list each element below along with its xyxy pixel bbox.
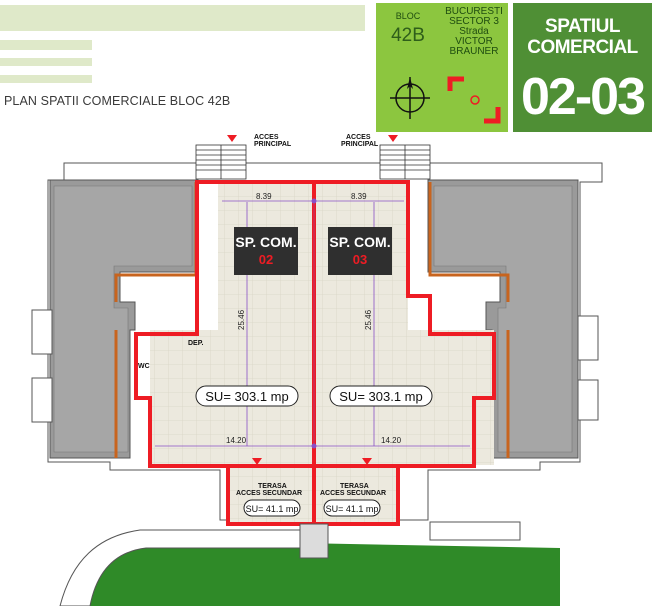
dimension-label: 25.46 <box>237 309 246 330</box>
terrace-label: TERASA <box>340 483 369 490</box>
dimension-label: 14.20 <box>226 436 247 445</box>
entrance-label: ACCES <box>346 134 371 141</box>
wall-protrusion <box>577 379 599 421</box>
area-badge <box>329 385 433 407</box>
right-apartment-inner <box>433 185 573 453</box>
terrace-label: ACCES SECUNDAR <box>236 490 302 497</box>
stairs-left <box>195 144 247 180</box>
dimension-label: 8.39 <box>351 192 367 201</box>
terrace-03-outline <box>312 464 400 526</box>
room-label-storage: DEP. <box>188 340 203 347</box>
bloc-label: BLOC <box>395 11 421 21</box>
entrance-label: PRINCIPAL <box>341 141 379 148</box>
area-label: SU= 303.1 mp <box>339 389 422 404</box>
space-02-label-box <box>234 227 298 275</box>
compass-icon <box>390 77 430 119</box>
dimension-node <box>311 198 317 204</box>
space-number: 02-03 <box>521 68 646 126</box>
space-label: SPATIUL COMERCIAL <box>513 16 652 58</box>
room-label-wc: WC <box>138 363 150 370</box>
stairs-right <box>379 144 431 180</box>
wall-protrusion <box>31 377 53 423</box>
space-number-label: 03 <box>353 252 367 267</box>
dimension-node <box>311 443 317 449</box>
address-line: SECTOR 3 <box>449 16 499 27</box>
address-line: Strada <box>459 26 489 37</box>
info-box: BLOC 42B BUCURESTI SECTOR 3 Strada VICTO… <box>376 3 508 132</box>
address-line: BUCURESTI <box>445 6 503 17</box>
space-number-label: 02 <box>259 252 273 267</box>
terrace-label: TERASA <box>258 483 287 490</box>
space-03-label-box <box>328 227 392 275</box>
area-label: SU= 303.1 mp <box>205 389 288 404</box>
entrance-arrow-icon <box>227 135 237 142</box>
area-badge <box>195 385 299 407</box>
wall-protrusion <box>31 309 53 355</box>
header-stripe <box>0 5 365 31</box>
entrance-label: ACCES <box>254 134 279 141</box>
landscape-green <box>70 540 560 606</box>
terrace-area-badge <box>243 499 301 517</box>
space-label: SP. COM. <box>329 234 390 250</box>
header-stripe <box>0 75 92 83</box>
location-marker-icon <box>447 76 501 124</box>
side-wall <box>429 521 521 541</box>
address-line: VICTOR <box>455 36 493 47</box>
entrance-arrow-icon <box>388 135 398 142</box>
orange-walls <box>114 182 510 458</box>
wall-protrusion <box>577 315 599 361</box>
left-apartment-inner <box>53 185 193 453</box>
space-label-line: COMERCIAL <box>527 37 638 58</box>
dimension-label: 25.46 <box>364 309 373 330</box>
header-stripe <box>0 58 92 66</box>
address-line: BRAUNER <box>449 46 499 57</box>
terrace-label: ACCES SECUNDAR <box>320 490 386 497</box>
terrace-area-label: SU= 41.1 mp <box>326 504 379 514</box>
header-stripe <box>0 40 92 50</box>
dimension-label: 14.20 <box>381 436 402 445</box>
space-title-box: SPATIUL COMERCIAL 02-03 <box>513 3 652 132</box>
address: BUCURESTI SECTOR 3 Strada VICTOR BRAUNER <box>440 7 508 57</box>
dimension-label: 8.39 <box>256 192 272 201</box>
terrace-area-label: SU= 41.1 mp <box>246 504 299 514</box>
space-label: SP. COM. <box>235 234 296 250</box>
secondary-entrance-arrow-icon <box>362 458 372 465</box>
secondary-entrance-arrow-icon <box>252 458 262 465</box>
space-label-line: SPATIUL <box>545 16 620 37</box>
space-03-outline <box>312 180 496 468</box>
terrace-area-badge <box>323 499 381 517</box>
plan-title: PLAN SPATII COMERCIALE BLOC 42B <box>4 94 231 108</box>
central-column <box>299 523 329 559</box>
entrance-label: PRINCIPAL <box>254 141 292 148</box>
bloc-value: 42B <box>391 25 425 46</box>
